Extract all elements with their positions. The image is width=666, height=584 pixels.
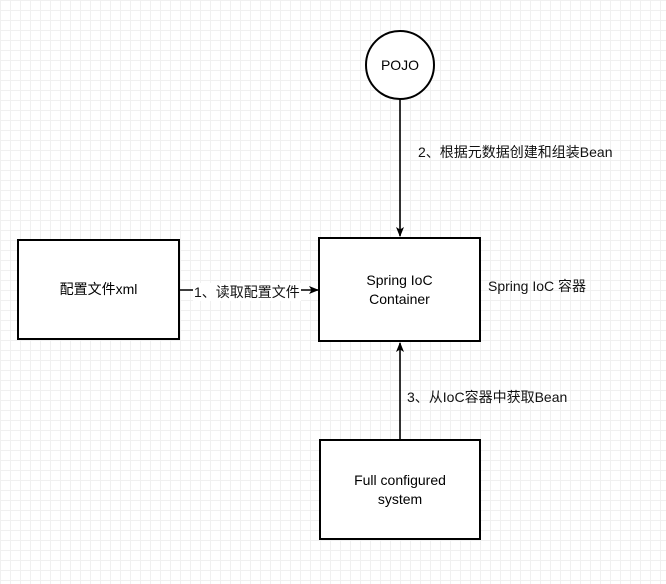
container-node-label-line2: Container <box>369 290 430 307</box>
spring-ioc-container-node[interactable]: Spring IoC Container <box>318 237 481 342</box>
config-file-node-label: 配置文件xml <box>59 281 138 297</box>
edge-label-step2: 2、根据元数据创建和组装Bean <box>418 144 613 160</box>
pojo-node-label: POJO <box>380 56 420 73</box>
container-node-label-line1: Spring IoC <box>366 271 433 288</box>
system-node-label-line1: Full configured <box>354 471 446 488</box>
config-file-node[interactable]: 配置文件xml <box>17 239 180 340</box>
edge-label-step3: 3、从IoC容器中获取Bean <box>407 389 568 405</box>
pojo-node[interactable]: POJO <box>365 30 435 100</box>
container-annotation-label: Spring IoC 容器 <box>488 278 587 294</box>
edge-label-step1: 1、读取配置文件 <box>193 283 301 301</box>
full-configured-system-node[interactable]: Full configured system <box>319 439 481 540</box>
system-node-label-line2: system <box>377 490 423 507</box>
